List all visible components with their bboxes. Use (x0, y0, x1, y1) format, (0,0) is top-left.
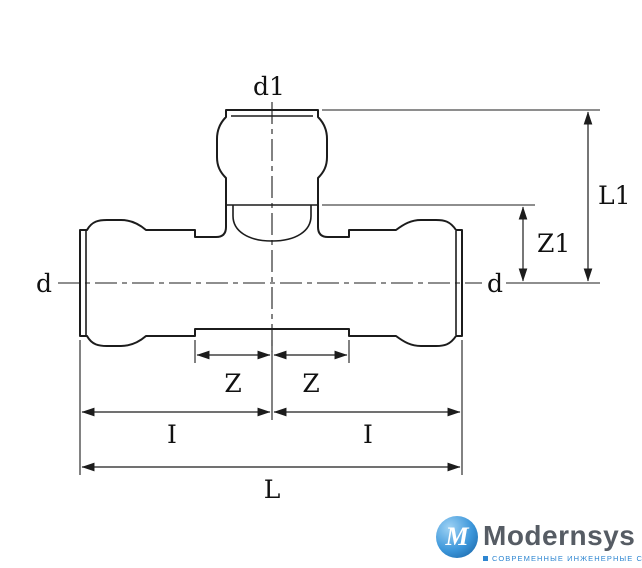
label-I-right: I (363, 420, 373, 449)
square-bullet-icon (483, 556, 488, 561)
logo-text: Modernsys СОВРЕМЕННЫЕ ИНЖЕНЕРНЫЕ СИСТЕМЫ (483, 516, 642, 563)
logo-tagline-row: СОВРЕМЕННЫЕ ИНЖЕНЕРНЫЕ СИСТЕМЫ (483, 554, 642, 563)
label-d1: d1 (253, 72, 285, 101)
label-d-left: d (36, 269, 52, 298)
fitting-outline (79, 109, 463, 347)
label-I-left: I (167, 420, 177, 449)
extension-lines (79, 109, 600, 475)
logo-monogram-letter: M (445, 522, 469, 551)
label-Z1: Z1 (537, 229, 570, 258)
centerlines (58, 102, 482, 352)
dimension-lines (81, 111, 593, 472)
logo-brand: Modernsys (483, 520, 636, 551)
logo: M Modernsys СОВРЕМЕННЫЕ ИНЖЕНЕРНЫЕ СИСТЕ… (436, 516, 642, 563)
label-L1: L1 (598, 181, 631, 210)
label-Z-left: Z (224, 369, 241, 398)
dimension-labels: d1 d d L1 Z1 Z Z I I L (36, 72, 631, 504)
logo-tagline: СОВРЕМЕННЫЕ ИНЖЕНЕРНЫЕ СИСТЕМЫ (492, 554, 642, 563)
label-L: L (264, 475, 281, 504)
label-Z-right: Z (302, 369, 319, 398)
tee-fitting (79, 109, 463, 347)
label-d-right: d (487, 269, 503, 298)
logo-monogram-icon: M (436, 516, 478, 558)
